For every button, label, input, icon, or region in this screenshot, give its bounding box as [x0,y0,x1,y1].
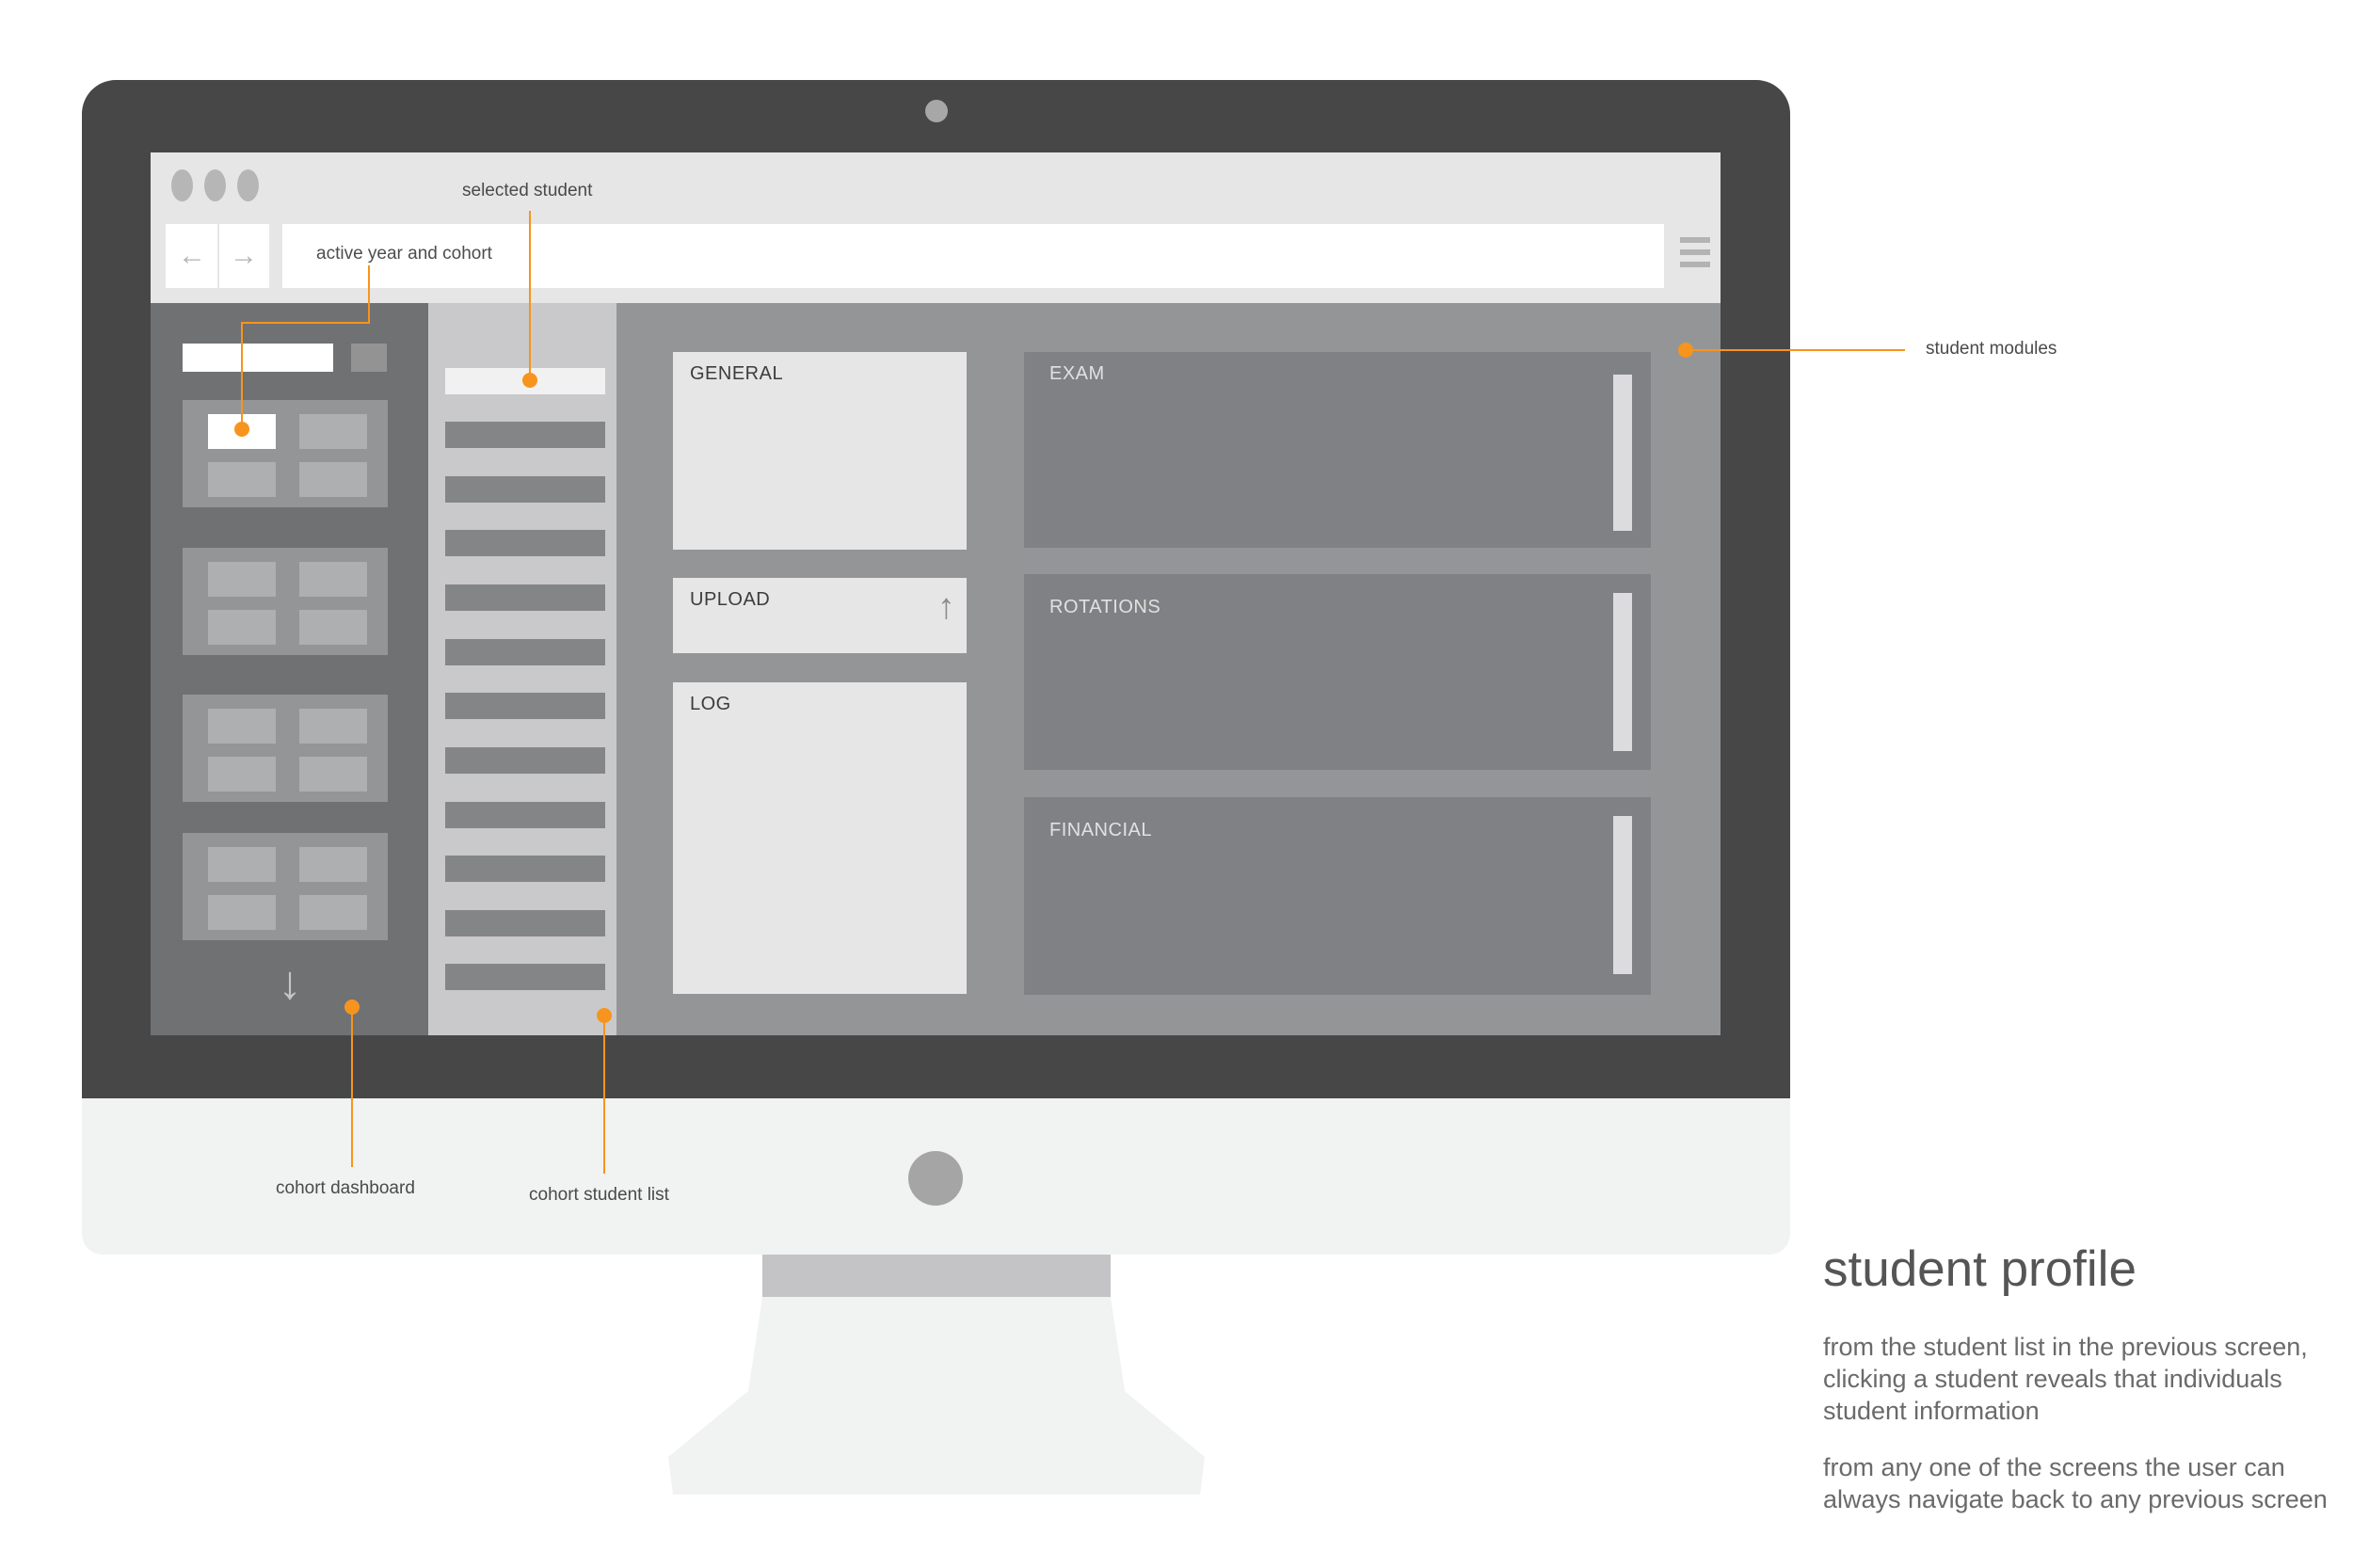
hamburger-menu-icon [1680,237,1710,243]
dashboard-tile[interactable] [208,562,276,597]
cohort-dashboard: ↓ [151,303,428,1035]
annotation-leader-line [241,322,243,427]
monitor-stand [668,1297,1205,1495]
exam-scrollbar[interactable] [1613,375,1632,531]
annotation-leader-line [241,322,370,324]
power-button-icon [908,1151,963,1206]
dashboard-tile[interactable] [299,895,367,930]
camera-icon [925,100,948,122]
dashboard-tile[interactable] [208,610,276,645]
description-paragraph: from any one of the screens the user can… [1823,1453,2328,1513]
annotation-cohort-dashboard: cohort dashboard [276,1178,415,1198]
app-screen: ← → active year and cohort [151,152,1721,1035]
rotations-module-title: ROTATIONS [1049,597,1161,617]
dashboard-tile[interactable] [208,757,276,792]
log-module-title: LOG [690,694,731,714]
cohort-card[interactable] [183,833,388,940]
student-row[interactable] [445,910,605,936]
student-row[interactable] [445,639,605,665]
dashboard-tile[interactable] [208,709,276,744]
menu-bar-line [1680,262,1710,267]
hamburger-menu-button[interactable] [1680,237,1710,275]
arrow-down-icon: ↓ [278,956,302,1009]
rotations-module[interactable]: ROTATIONS [1024,574,1651,770]
arrow-up-icon[interactable]: ↑ [937,587,955,627]
dashboard-tile[interactable] [208,895,276,930]
arrow-right-icon: → [230,240,258,271]
back-button[interactable]: ← [168,233,216,279]
menu-bar-line [1680,249,1710,255]
annotation-leader-line [1686,349,1905,351]
general-module-title: GENERAL [690,363,784,384]
upload-module[interactable]: UPLOAD ↑ [673,578,967,653]
student-row[interactable] [445,964,605,990]
dashboard-tile[interactable] [299,757,367,792]
dashboard-tile[interactable] [299,562,367,597]
annotation-leader-line [529,211,531,380]
arrow-left-icon: ← [178,240,206,271]
annotation-leader-line [368,265,370,324]
rotations-scrollbar[interactable] [1613,593,1632,751]
annotation-dot [522,373,537,388]
address-bar[interactable]: active year and cohort [282,224,1664,288]
dashboard-tile[interactable] [299,414,367,449]
dashboard-tile[interactable] [299,709,367,744]
annotation-student-modules: student modules [1926,339,2057,359]
exam-module-title: EXAM [1049,363,1105,384]
general-module[interactable]: GENERAL [673,352,967,550]
annotation-selected-student: selected student [462,181,593,200]
financial-scrollbar[interactable] [1613,816,1632,974]
nav-divider [217,224,219,288]
dashboard-tile[interactable] [299,462,367,497]
scroll-down-button[interactable]: ↓ [262,954,318,1011]
student-row[interactable] [445,856,605,882]
window-minimize-button[interactable] [204,169,226,201]
dashboard-tile[interactable] [299,610,367,645]
exam-module[interactable]: EXAM [1024,352,1651,548]
log-module[interactable]: LOG [673,682,967,994]
student-row[interactable] [445,693,605,719]
forward-button[interactable]: → [220,233,267,279]
student-row[interactable] [445,584,605,611]
annotation-leader-line [351,1007,353,1167]
cohort-card[interactable] [183,695,388,802]
cohort-search-input[interactable] [183,344,333,372]
address-text: active year and cohort [316,244,492,264]
student-row[interactable] [445,747,605,774]
student-row[interactable] [445,422,605,448]
student-row[interactable] [445,530,605,556]
annotation-dot [234,422,249,437]
cohort-card[interactable] [183,400,388,507]
description-paragraph: from the student list in the previous sc… [1823,1333,2308,1425]
cohort-filter-button[interactable] [351,344,387,372]
annotation-cohort-student-list: cohort student list [529,1185,669,1205]
dashboard-tile[interactable] [208,847,276,882]
dashboard-tile[interactable] [299,847,367,882]
annotation-leader-line [603,1016,605,1174]
cohort-student-list [428,303,616,1035]
dashboard-tile[interactable] [208,462,276,497]
window-maximize-button[interactable] [237,169,259,201]
cohort-card[interactable] [183,548,388,655]
monitor-neck [762,1255,1111,1297]
page-title: student profile [1823,1241,2137,1297]
upload-module-title: UPLOAD [690,589,771,610]
financial-module-title: FINANCIAL [1049,820,1152,840]
student-row[interactable] [445,802,605,828]
browser-titlebar: ← → active year and cohort [151,152,1721,303]
student-row[interactable] [445,476,605,503]
window-close-button[interactable] [171,169,193,201]
financial-module[interactable]: FINANCIAL [1024,797,1651,995]
